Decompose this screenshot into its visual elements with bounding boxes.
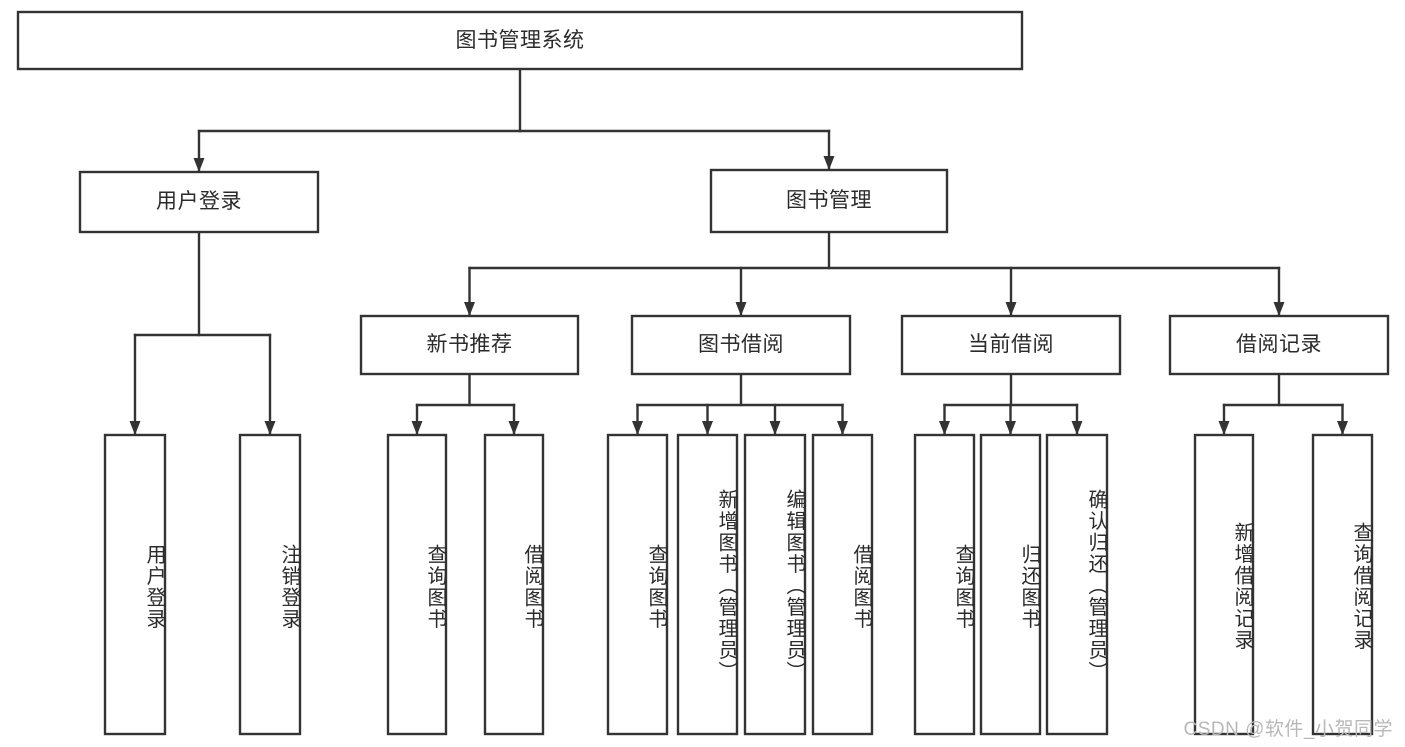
node-box-l4-cur-query[interactable] [913,433,976,736]
arrow-head-l4-cur-confirm [1071,421,1083,435]
node-box-l2-user[interactable] [78,170,320,234]
arrow-head-l2-book [823,156,835,170]
arrow-head-l4-cur-query [939,421,950,435]
node-box-l4-new-query[interactable] [386,433,448,736]
node-box-l4-cur-return[interactable] [979,433,1042,736]
node-box-l2-book[interactable] [709,168,949,234]
arrow-head-l4-bb-add [702,421,713,435]
arrow-head-l3-new [464,302,475,316]
node-box-l4-cur-confirm[interactable] [1045,433,1109,736]
arrow-head-l4-rec-query [1337,421,1348,435]
arrow-head-l3-current [1005,302,1017,316]
node-box-l3-borrow[interactable] [630,314,852,376]
arrow-head-l4-new-query [411,421,423,435]
arrow-head-l4-bb-edit [769,421,781,435]
arrow-head-l2-user [193,158,205,172]
arrow-head-l4-user-login [129,421,141,435]
arrow-head-l3-borrow [735,302,747,316]
node-box-l4-bb-edit[interactable] [743,433,807,736]
arrow-head-l4-user-logout [264,421,276,435]
node-box-l3-new[interactable] [359,314,580,376]
node-box-l4-new-borrow[interactable] [483,433,545,736]
node-box-l3-record[interactable] [1168,314,1390,376]
node-box-l4-bb-query[interactable] [606,433,669,736]
connectors-layer [129,67,1348,437]
boxes-layer [16,10,1390,736]
arrow-head-l3-record [1273,302,1285,316]
node-box-l4-rec-add[interactable] [1193,433,1255,736]
node-box-l4-bb-add[interactable] [676,433,739,736]
node-box-l4-bb-borrow[interactable] [811,433,874,736]
arrow-head-l4-rec-add [1218,421,1230,435]
node-box-l3-current[interactable] [900,314,1122,376]
arrow-head-l4-new-borrow [508,421,520,435]
node-box-l4-user-logout[interactable] [238,433,302,736]
node-box-l4-rec-query[interactable] [1311,433,1374,736]
arrow-head-l4-cur-return [1005,421,1016,435]
arrow-head-l4-bb-query [632,421,643,435]
node-box-l4-user-login[interactable] [103,433,167,736]
arrow-head-l4-bb-borrow [837,421,848,435]
node-box-root[interactable] [16,10,1024,71]
csdn-watermark: CSDN @软件_小贺同学 [1183,719,1393,740]
